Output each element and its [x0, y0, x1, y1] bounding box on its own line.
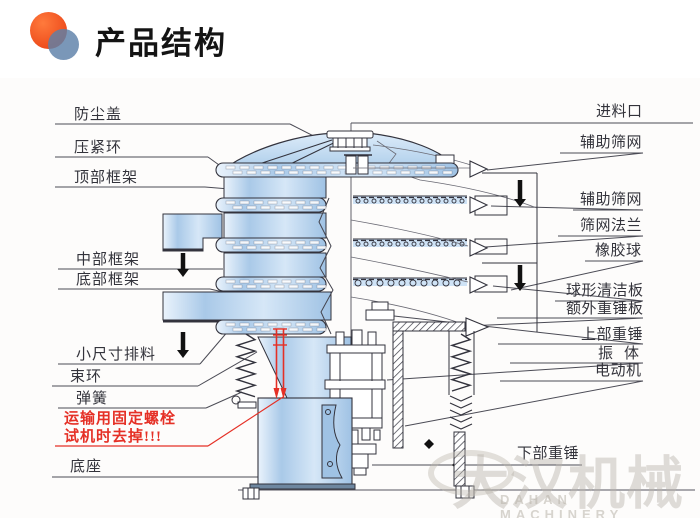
label-aux-screen-2: 辅助筛网 — [580, 192, 643, 208]
label-spring: 弹簧 — [76, 391, 109, 407]
label-extra-weight-plate: 额外重锤板 — [566, 301, 644, 317]
watermark-cn: 大汉机械 — [452, 452, 684, 516]
base-drawing — [242, 397, 356, 500]
label-small-discharge: 小尺寸排料 — [76, 347, 157, 363]
label-warning-line2: 试机时去掉!!! — [64, 429, 162, 445]
watermark-en: DAHAN MACHINERY — [500, 492, 624, 518]
label-clamp-ring: 压紧环 — [74, 140, 123, 156]
label-lower-weight: 下部重锤 — [517, 446, 580, 462]
label-base: 底座 — [70, 459, 103, 475]
label-warning-line1: 运输用固定螺栓 — [64, 411, 177, 427]
label-rubber-ball: 橡胶球 — [595, 243, 642, 259]
screens-and-balls-drawing — [350, 167, 470, 326]
discharge-channels-drawing — [465, 160, 538, 337]
label-upper-weight: 上部重锤 — [581, 327, 644, 343]
label-motor: 电动机 — [595, 363, 642, 379]
label-bottom-frame: 底部框架 — [76, 272, 141, 288]
page-header: 产品结构 — [0, 0, 700, 78]
label-dust-cover: 防尘盖 — [74, 107, 123, 123]
brand-logo-icon — [28, 8, 84, 66]
label-vibrating-body: 振体 — [598, 346, 651, 362]
label-feed-inlet: 进料口 — [596, 104, 643, 120]
flow-arrows — [177, 180, 526, 358]
label-aux-screen-1: 辅助筛网 — [580, 135, 643, 151]
label-ball-clean-plate: 球形清洁板 — [566, 283, 644, 299]
label-top-frame: 顶部框架 — [74, 170, 139, 186]
transport-bolt-drawing — [55, 328, 287, 447]
label-middle-frame: 中部框架 — [76, 252, 141, 268]
watermark-swirl-icon — [428, 450, 514, 496]
label-screen-flange: 筛网法兰 — [580, 218, 643, 234]
label-band-ring: 束环 — [70, 369, 103, 385]
clamp-rings-drawing — [215, 154, 459, 335]
logo-blue-circle — [48, 29, 79, 60]
page-title: 产品结构 — [95, 26, 227, 61]
